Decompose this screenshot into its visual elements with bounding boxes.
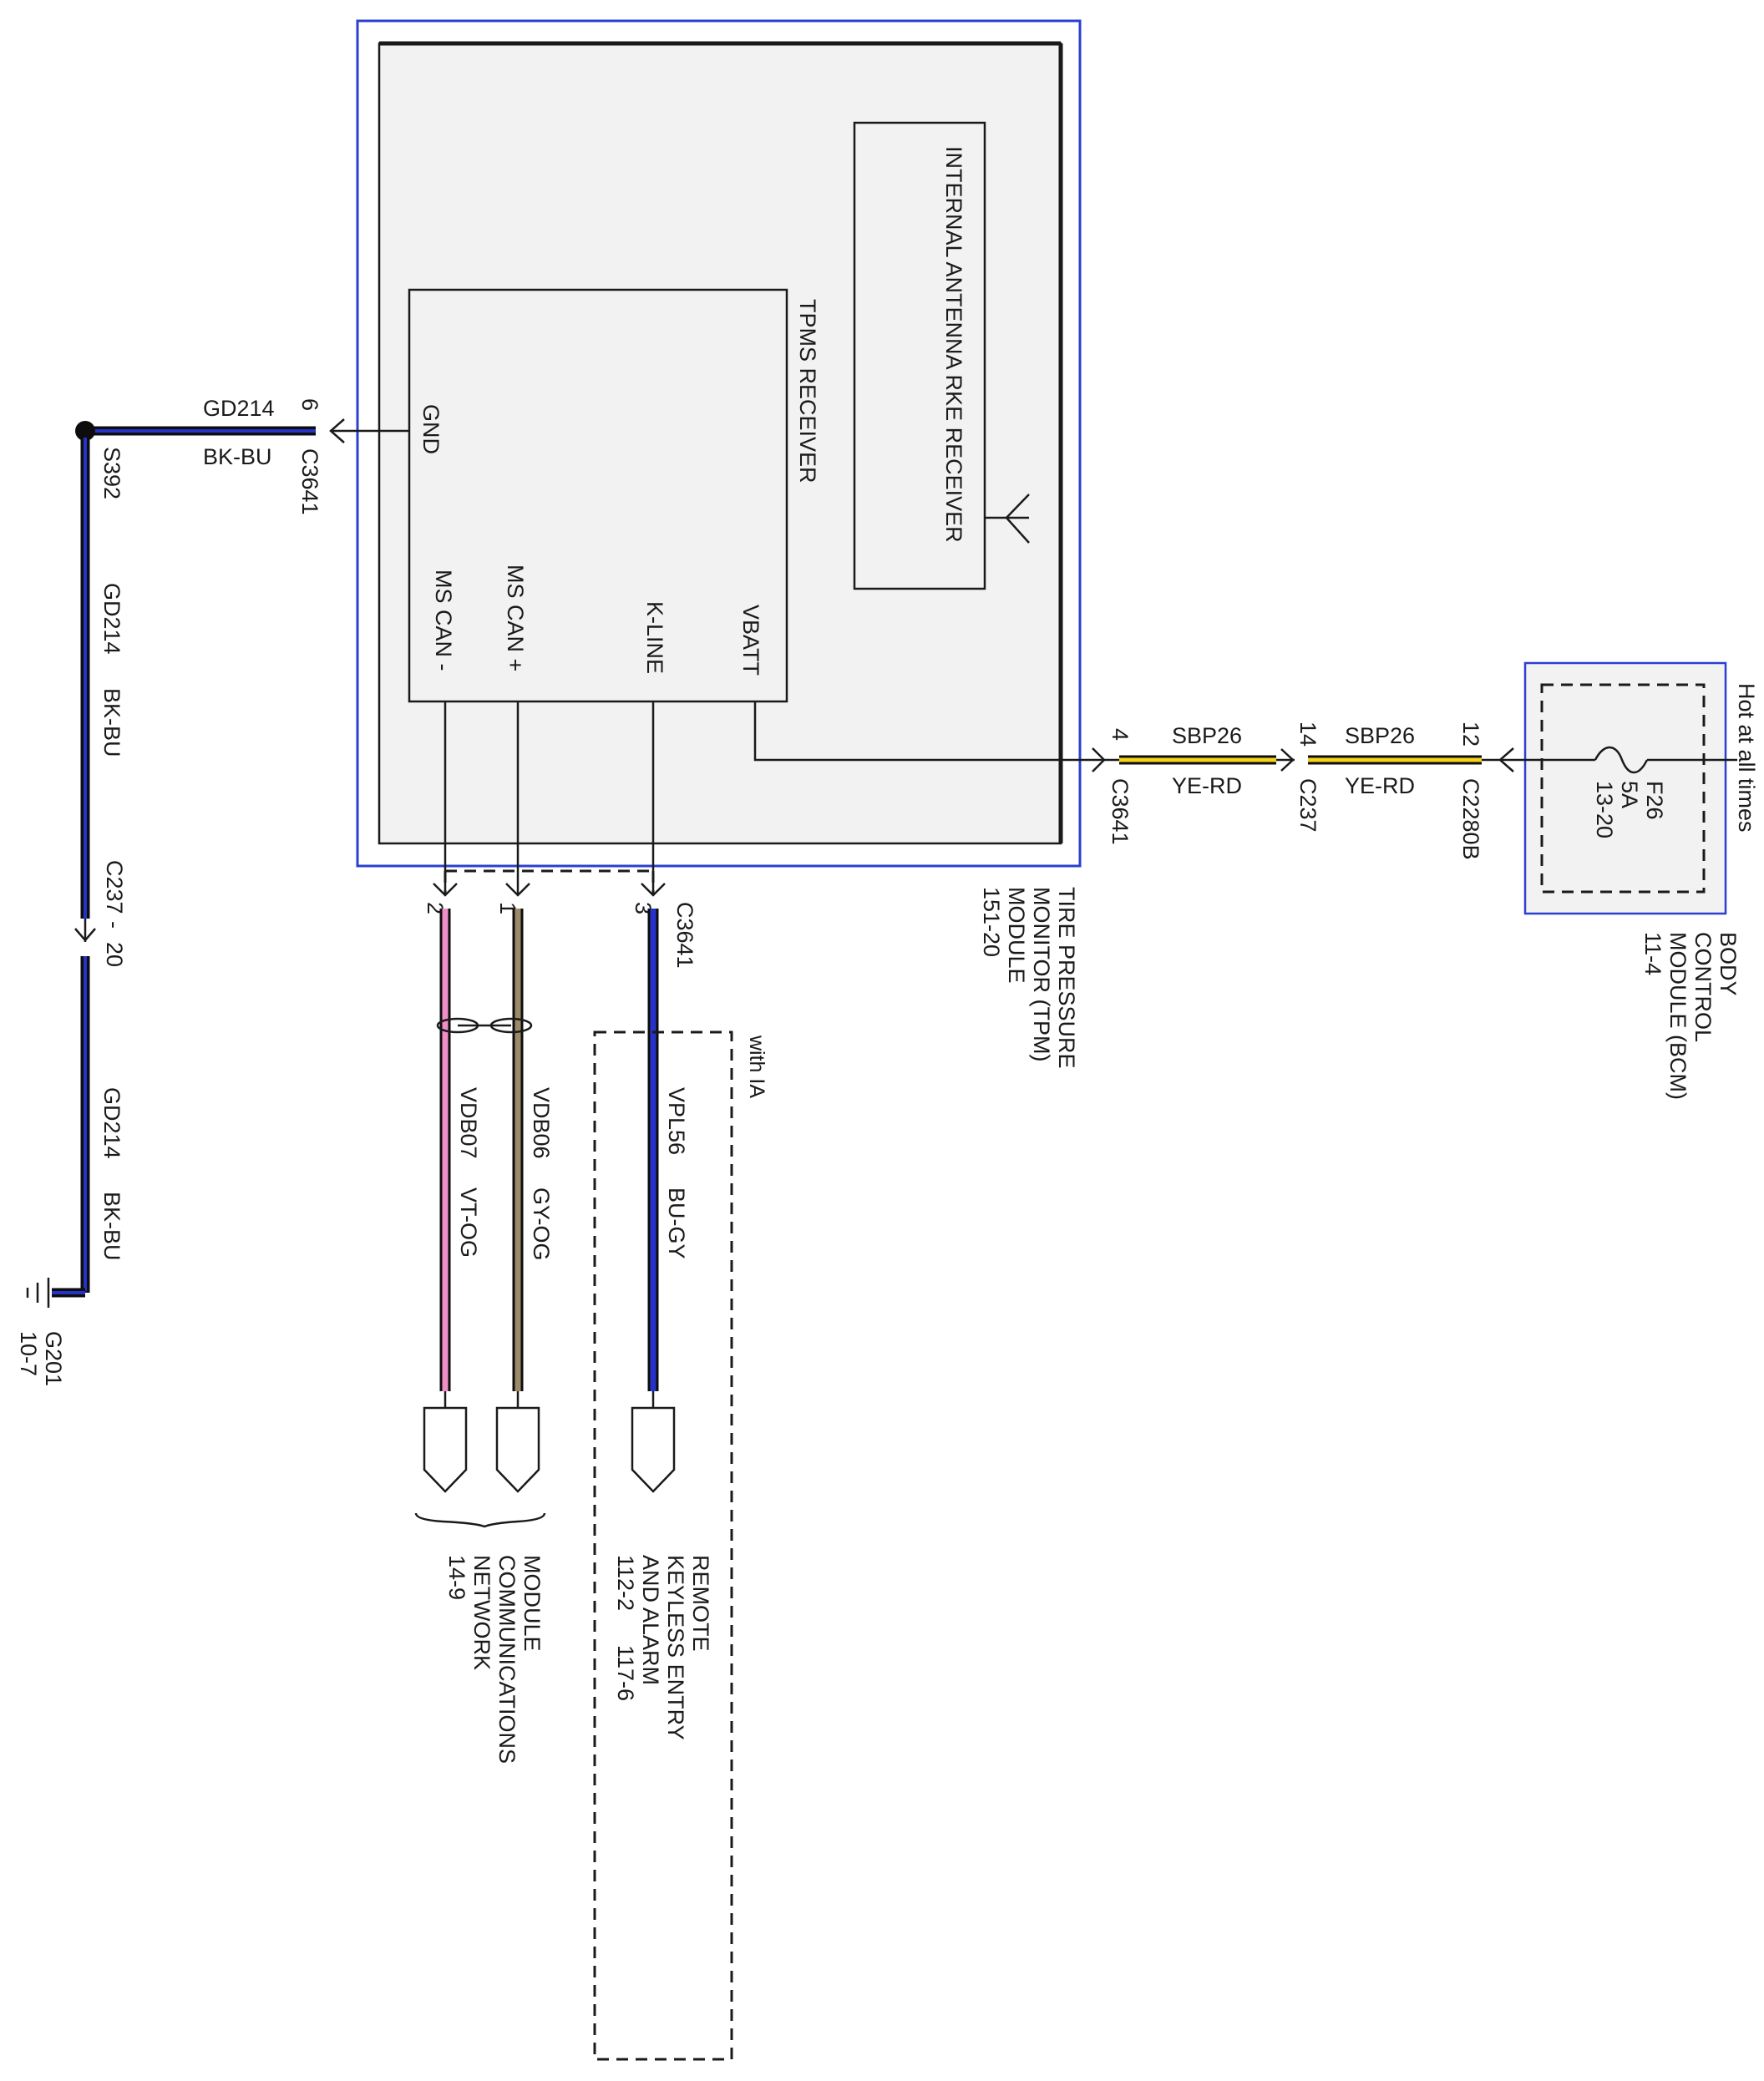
tpm-module-border (356, 19, 1082, 868)
tpm-module-name-3: MODULE (1004, 887, 1029, 984)
network-destination[interactable]: MODULE COMMUNICATIONS NETWORK 14-9 (444, 1555, 545, 1764)
gd214-low-circuit: GD214 (99, 1087, 124, 1159)
pin-gnd-label: GND (418, 404, 444, 454)
fuse-icon (1594, 746, 1649, 774)
sbp26-seg1-color: YE-RD (1172, 773, 1242, 798)
g201-ref: 10-7 (16, 1331, 41, 1376)
network-dest-name-2: COMMUNICATIONS (494, 1555, 520, 1764)
hot-at-all-times-label: Hot at all times (1734, 683, 1759, 833)
power-circuit (753, 701, 1514, 772)
gd214-pin6-label: 6 (297, 398, 322, 411)
c237-gnd-pin: 20 (102, 942, 127, 967)
network-dest-name-3: NETWORK (469, 1555, 494, 1670)
antenna-icon (985, 494, 1030, 544)
c3641-gnd-connector: C3641 (297, 448, 322, 515)
vpl56-circuit: VPL56 (664, 1087, 689, 1155)
pin-6-terminal-icon (329, 418, 345, 443)
pin-ms-can-minus-label: MS CAN - (431, 570, 456, 671)
sbp26-seg2-color: YE-RD (1345, 773, 1415, 798)
gd214-mid-circuit: GD214 (99, 583, 124, 655)
tpms-receiver: TPMS RECEIVER GND MS CAN - MS CAN + K-LI… (408, 288, 820, 703)
rke-receiver-label: INTERNAL ANTENNA RKE RECEIVER (941, 146, 966, 543)
c237-gnd-dash: - (102, 921, 127, 929)
gd214-mid-color: BK-BU (99, 688, 124, 757)
vdb06-color: GY-OG (529, 1187, 554, 1261)
sbp26-pin12-label: 12 (1458, 722, 1483, 747)
gd214-top-color: BK-BU (203, 444, 272, 469)
with-ia-option-box (593, 1030, 733, 2061)
pin-vbatt-label: VBATT (738, 605, 763, 676)
tpms-receiver-label: TPMS RECEIVER (795, 299, 820, 484)
tpm-module-ref: 151-20 (979, 887, 1004, 957)
bcm-fuse-name: F26 (1642, 781, 1667, 820)
twisted-pair-icon (436, 1017, 533, 1034)
gd214-top-circuit: GD214 (203, 396, 275, 421)
c3641-power-connector: C3641 (1108, 778, 1133, 845)
vdb07-circuit: VDB07 (456, 1087, 481, 1159)
bcm-name-1: BODY (1716, 932, 1741, 996)
bcm-module[interactable] (1513, 661, 1737, 915)
pin-ms-can-plus-label: MS CAN + (503, 565, 528, 671)
c237-power-connector: C237 (1295, 778, 1320, 833)
rke-dest-name-3: AND ALARM (638, 1555, 663, 1685)
network-dest-name-1: MODULE (520, 1555, 545, 1652)
rke-receiver: INTERNAL ANTENNA RKE RECEIVER (853, 121, 1030, 590)
pin-kline-label: K-LINE (642, 601, 667, 674)
tpm-module-name-1: TIRE PRESSURE (1054, 887, 1079, 1069)
rke-dest-ref2: 117-6 (613, 1645, 638, 1701)
bcm-name-2: CONTROL (1690, 932, 1716, 1042)
c3641-bottom-connector: C3641 (672, 902, 697, 969)
tpm-module[interactable] (356, 19, 1082, 868)
c2280b-connector: C2280B (1458, 778, 1483, 860)
s392-label: S392 (99, 447, 124, 499)
c237-gnd-connector: C237 (102, 860, 127, 914)
vdb07-color: VT-OG (456, 1187, 481, 1258)
tpm-module-name-2: MONITOR (TPM) (1029, 887, 1054, 1061)
with-ia-label: with IA (745, 1035, 768, 1098)
pin-12-terminal-icon (1498, 747, 1514, 772)
vpl56-terminal-icon[interactable] (631, 1406, 676, 1493)
ground-icon (26, 1278, 50, 1308)
bcm-module-border (1523, 661, 1727, 915)
vdb07-terminal-icon[interactable] (423, 1406, 468, 1493)
sbp26-pin14-label: 14 (1295, 722, 1320, 747)
rke-dest-name-2: KEYLESS ENTRY (663, 1555, 688, 1740)
bcm-caption: BODY CONTROL MODULE (BCM) 11-4 (1640, 932, 1741, 1100)
bcm-ref: 11-4 (1640, 932, 1665, 975)
pin-2-terminal-icon (433, 883, 458, 897)
sbp26-seg1-circuit: SBP26 (1172, 723, 1242, 748)
rke-dest-ref1: 112-2 (613, 1555, 638, 1611)
c237-power-connector-icon (1276, 748, 1295, 772)
vpl56-color: BU-GY (664, 1187, 689, 1259)
bcm-fuse-ref: 13-20 (1592, 781, 1617, 838)
pin-3-terminal-icon (641, 883, 666, 897)
bcm-fuse-rating: 5A (1617, 781, 1642, 808)
rke-destination[interactable]: REMOTE KEYLESS ENTRY AND ALARM 112-2 117… (613, 1555, 713, 1740)
vdb06-circuit: VDB06 (529, 1087, 554, 1159)
ground-circuit (26, 418, 409, 1308)
sbp26-seg2-circuit: SBP26 (1345, 723, 1415, 748)
network-brace-icon (414, 1512, 546, 1528)
vdb06-terminal-icon[interactable] (495, 1406, 540, 1493)
tpm-module-caption: TIRE PRESSURE MONITOR (TPM) MODULE 151-2… (979, 887, 1079, 1069)
sbp26-pin4-label: 4 (1108, 728, 1133, 741)
bcm-name-3: MODULE (BCM) (1665, 932, 1690, 1100)
pin-1-terminal-icon (505, 883, 530, 897)
g201-label: G201 (41, 1331, 66, 1386)
network-dest-ref: 14-9 (444, 1555, 469, 1600)
c237-inline-connector-icon (74, 919, 96, 942)
rke-dest-name-1: REMOTE (688, 1555, 713, 1652)
gd214-low-color: BK-BU (99, 1192, 124, 1261)
